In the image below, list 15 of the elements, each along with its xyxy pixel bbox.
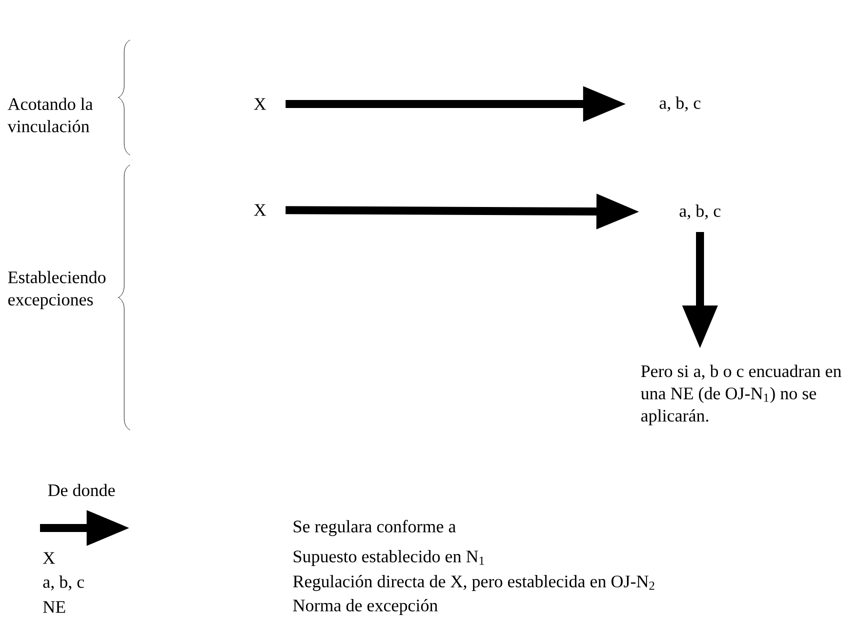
- node-text: X: [254, 204, 266, 216]
- heading: De donde: [48, 484, 115, 496]
- side-label: Acotando la vinculación: [8, 98, 93, 132]
- node-text: Pero si a, b o c encuadran en una NE (de OJ-N$_{1}$) no se aplicarán.: [640, 364, 842, 426]
- node-text: a, b, c: [680, 204, 720, 220]
- legend-text: NE: [43, 601, 66, 613]
- legend-text: X: [42, 552, 55, 564]
- legend-text: Supuesto establecido en N$_{1}$: [294, 550, 484, 566]
- legend-text: a, b, c: [43, 576, 84, 590]
- legend-text: Se regulara conforme a: [294, 520, 456, 536]
- side-label: Estableciendo excepciones: [8, 270, 106, 310]
- legend-text: Regulación directa de X, pero establecida en OJ-N$_{2}$: [293, 574, 654, 591]
- node-text: X: [254, 98, 266, 110]
- node-text: a, b, c: [660, 96, 700, 112]
- legend-text: Norma de excepción: [293, 599, 438, 615]
